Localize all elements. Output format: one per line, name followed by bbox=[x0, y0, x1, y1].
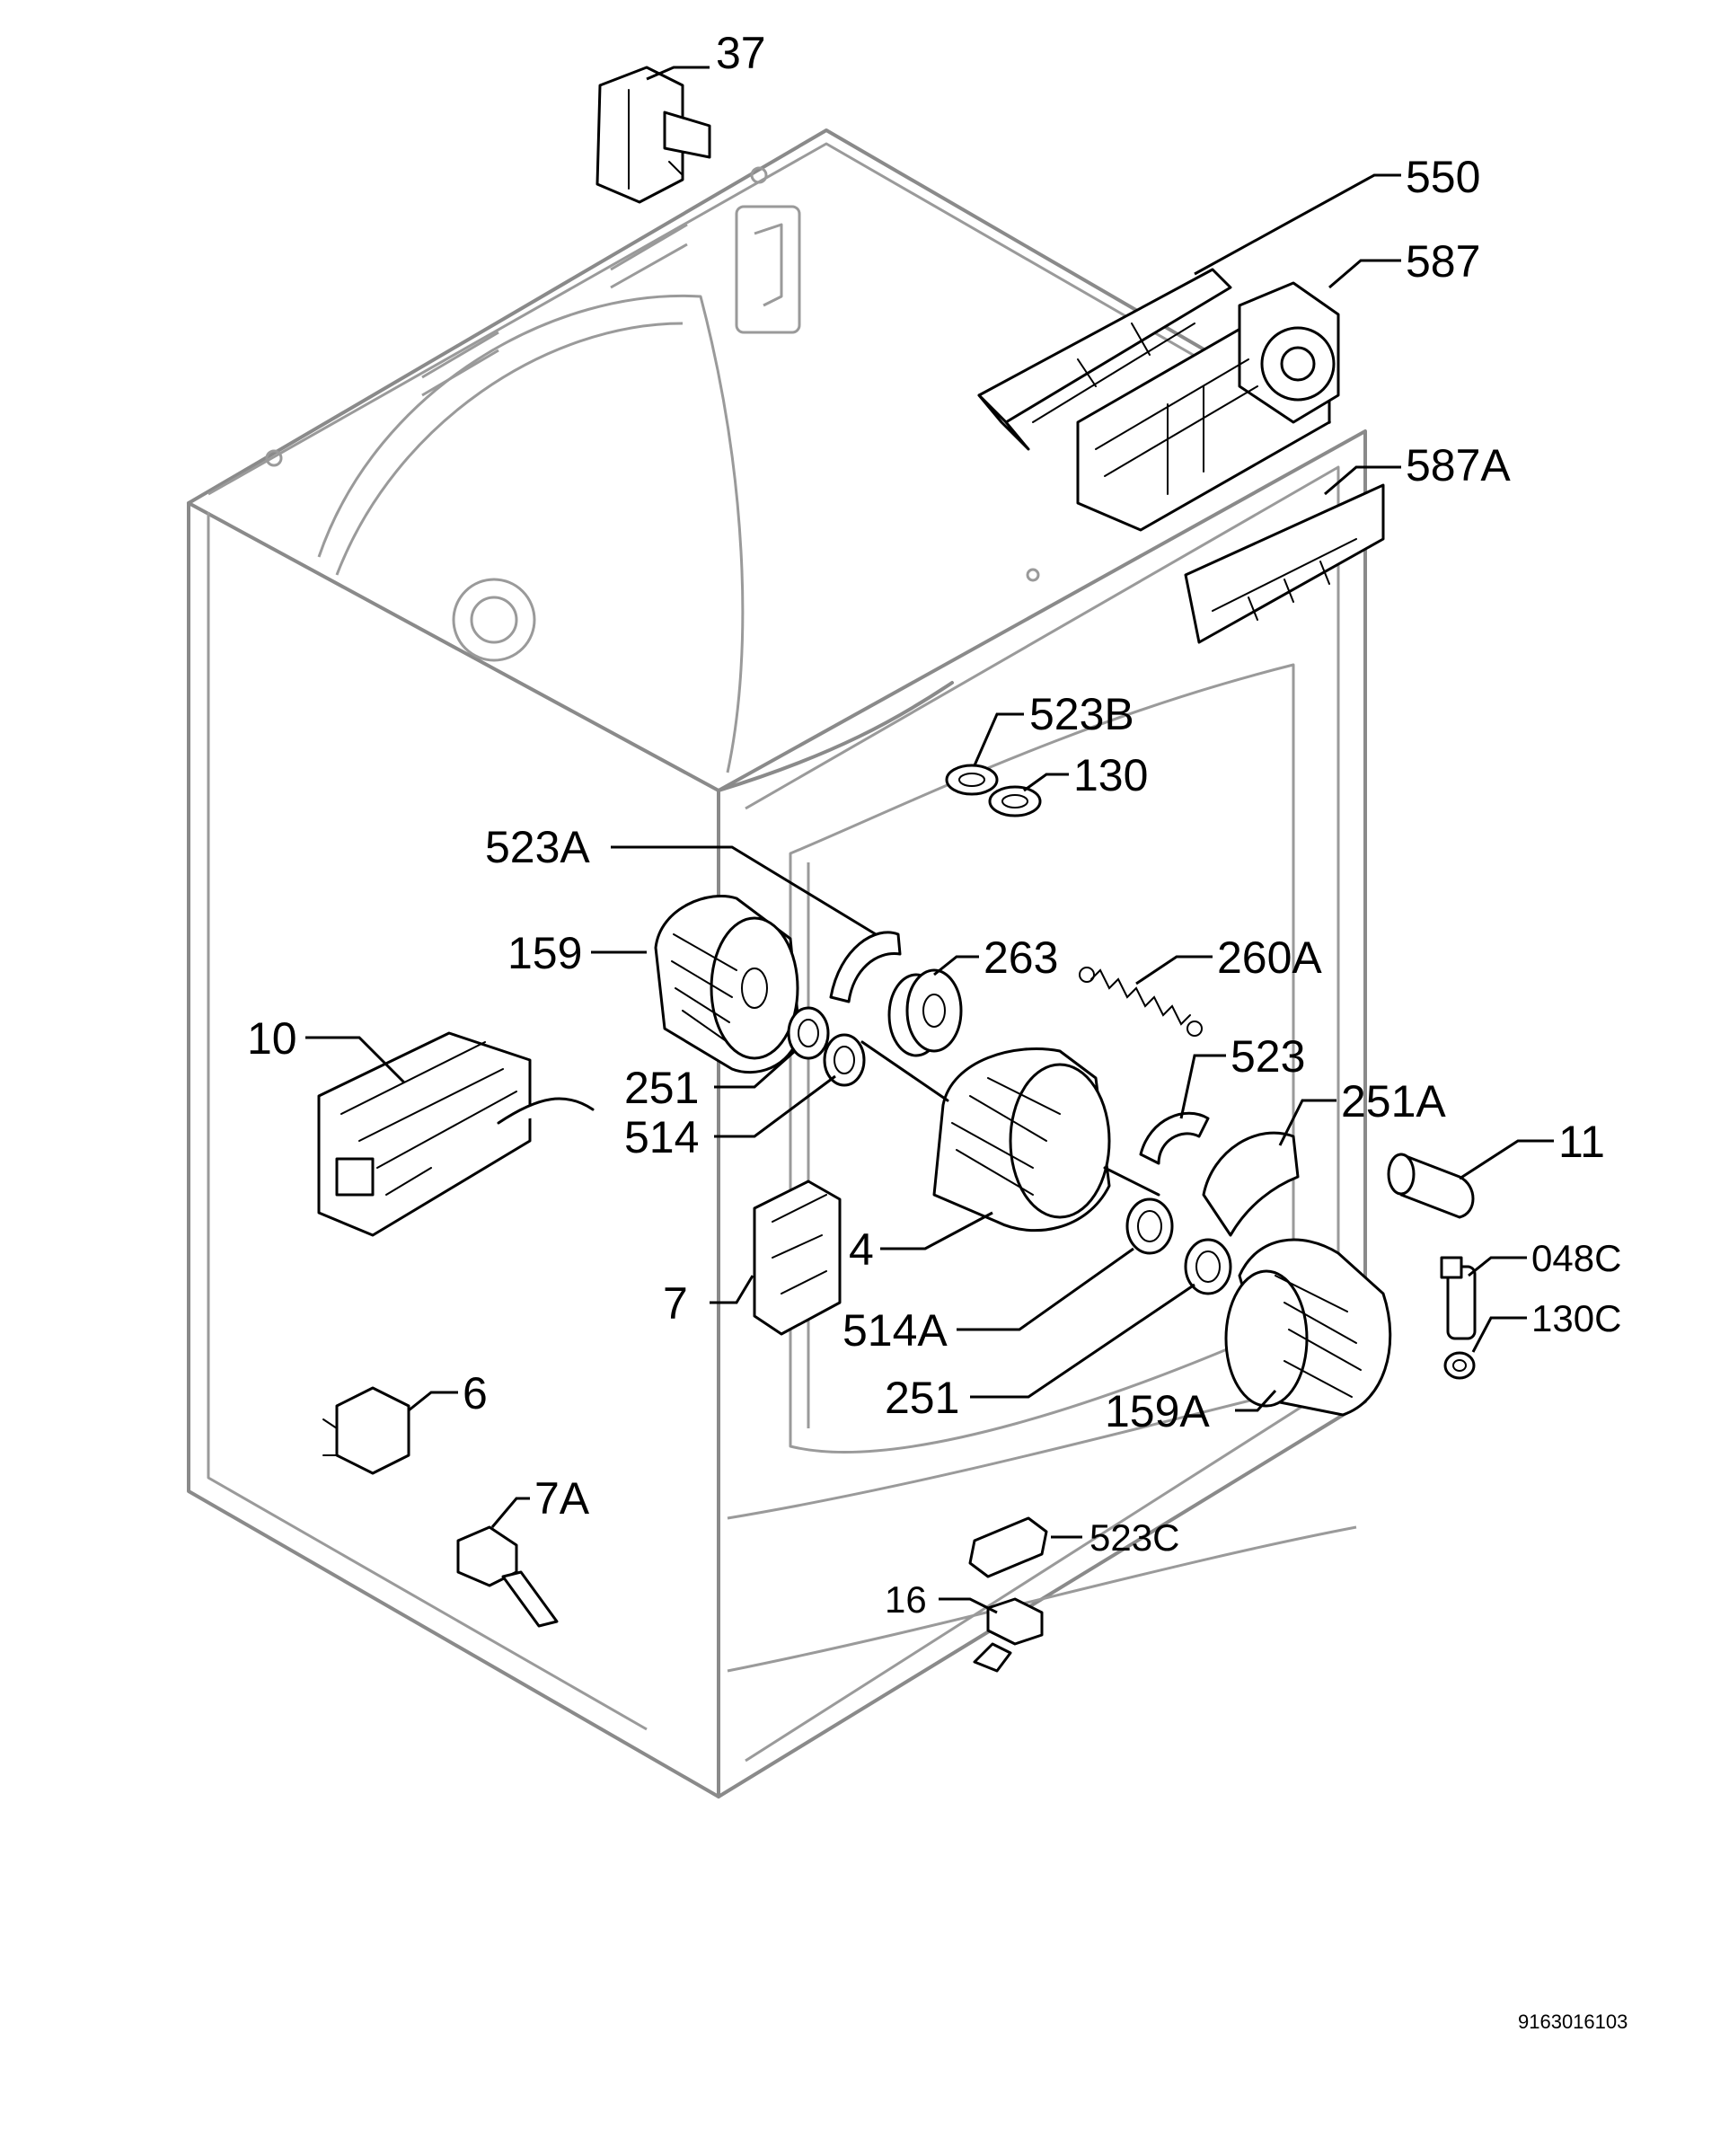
part-550-cover bbox=[977, 268, 1232, 451]
label-251A: 251A bbox=[1341, 1076, 1446, 1127]
part-587-programmer bbox=[1076, 281, 1340, 532]
part-10-heater bbox=[317, 1031, 595, 1237]
part-048C-filter bbox=[1440, 1256, 1477, 1340]
label-130: 130 bbox=[1073, 750, 1148, 800]
leader-lines bbox=[305, 66, 1554, 1614]
label-523A: 523A bbox=[485, 822, 590, 872]
part-37-switch bbox=[595, 66, 711, 204]
part-4-motor bbox=[860, 1040, 1160, 1233]
label-587: 587 bbox=[1406, 236, 1480, 287]
part-523A-bracket bbox=[829, 931, 902, 1003]
part-159A-fan-wheel bbox=[1224, 1238, 1392, 1417]
part-130C-gasket bbox=[1443, 1351, 1476, 1380]
part-251-lower-bearing bbox=[1184, 1238, 1232, 1295]
part-263-pulley bbox=[887, 968, 963, 1057]
label-260A: 260A bbox=[1217, 932, 1322, 983]
part-6-filter bbox=[322, 1386, 410, 1475]
part-16-microswitch bbox=[973, 1597, 1044, 1673]
label-16: 16 bbox=[885, 1578, 927, 1621]
label-159A: 159A bbox=[1105, 1386, 1210, 1436]
label-6: 6 bbox=[463, 1368, 488, 1418]
label-7A: 7A bbox=[534, 1473, 590, 1524]
label-251-upper: 251 bbox=[624, 1063, 699, 1113]
label-11: 11 bbox=[1558, 1117, 1605, 1167]
label-523: 523 bbox=[1231, 1031, 1305, 1082]
part-514-seal bbox=[823, 1033, 866, 1087]
part-587A-circuit-board bbox=[1184, 483, 1385, 644]
label-130C: 130C bbox=[1531, 1297, 1621, 1339]
part-159-fan-wheel bbox=[654, 894, 801, 1074]
part-labels: 37 550 587 587A 523B 130 523A 159 263 26… bbox=[247, 28, 1621, 1621]
part-7A-microswitch bbox=[456, 1525, 559, 1628]
part-260A-spring bbox=[1079, 967, 1203, 1037]
label-523B: 523B bbox=[1029, 689, 1134, 739]
label-514A: 514A bbox=[842, 1305, 948, 1356]
part-251A-cover bbox=[1202, 1131, 1300, 1237]
part-523B-clip bbox=[945, 764, 999, 796]
document-number: 9163016103 bbox=[1518, 2010, 1628, 2033]
label-251-lower: 251 bbox=[885, 1373, 959, 1423]
part-251-upper-bearing bbox=[787, 1006, 830, 1060]
label-514: 514 bbox=[624, 1112, 699, 1162]
label-048C: 048C bbox=[1531, 1237, 1621, 1279]
label-263: 263 bbox=[984, 932, 1058, 983]
label-37: 37 bbox=[716, 28, 766, 78]
label-10: 10 bbox=[247, 1013, 297, 1064]
part-11-capacitor bbox=[1387, 1153, 1475, 1219]
label-550: 550 bbox=[1406, 152, 1480, 202]
label-587A: 587A bbox=[1406, 440, 1511, 490]
part-523C-bracket bbox=[968, 1516, 1048, 1578]
part-523-bracket bbox=[1139, 1111, 1210, 1165]
dryer-cabinet bbox=[187, 128, 1367, 1798]
part-7-door-lock bbox=[753, 1180, 842, 1336]
label-159: 159 bbox=[507, 928, 582, 978]
label-523C: 523C bbox=[1089, 1516, 1179, 1559]
part-130-gasket bbox=[988, 785, 1042, 817]
part-514A-seal bbox=[1125, 1197, 1174, 1255]
label-7: 7 bbox=[663, 1278, 688, 1329]
label-4: 4 bbox=[849, 1224, 874, 1275]
